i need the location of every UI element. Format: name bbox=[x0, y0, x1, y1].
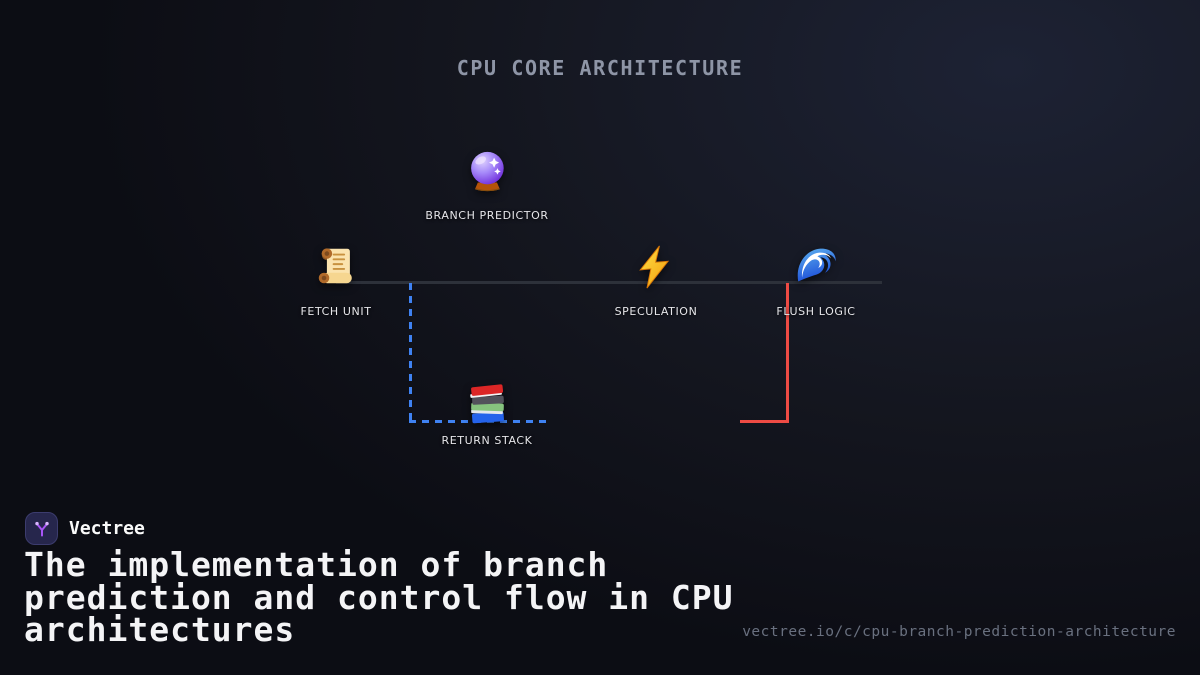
diagram-title: CPU CORE ARCHITECTURE bbox=[456, 56, 744, 80]
node-return-stack: RETURN STACK bbox=[441, 383, 532, 447]
brand-name: Vectree bbox=[69, 518, 145, 539]
node-label: FLUSH LOGIC bbox=[776, 305, 856, 318]
flush-connector-horizontal bbox=[740, 420, 789, 423]
card-headline: The implementation of branch prediction … bbox=[24, 545, 734, 649]
crystal-ball-icon bbox=[464, 148, 510, 194]
node-label: FETCH UNIT bbox=[300, 305, 372, 318]
main-pipeline-line bbox=[336, 281, 882, 284]
node-branch-predictor: BRANCH PREDICTOR bbox=[425, 148, 548, 222]
node-fetch-unit: FETCH UNIT bbox=[300, 244, 371, 318]
flush-connector-vertical bbox=[786, 283, 789, 423]
branch-glyph-icon bbox=[34, 521, 49, 536]
scroll-icon bbox=[313, 244, 359, 290]
node-label: RETURN STACK bbox=[441, 434, 533, 447]
wave-icon bbox=[793, 244, 839, 290]
books-icon bbox=[464, 383, 510, 429]
node-speculation: SPECULATION bbox=[615, 244, 698, 318]
node-label: BRANCH PREDICTOR bbox=[425, 209, 549, 222]
lightning-icon bbox=[633, 244, 679, 290]
vectree-logo bbox=[25, 512, 58, 545]
node-label: SPECULATION bbox=[614, 305, 698, 318]
card-url: vectree.io/c/cpu-branch-prediction-archi… bbox=[742, 624, 1176, 640]
return-stack-connector-vertical bbox=[409, 283, 412, 421]
node-flush-logic: FLUSH LOGIC bbox=[776, 244, 855, 318]
